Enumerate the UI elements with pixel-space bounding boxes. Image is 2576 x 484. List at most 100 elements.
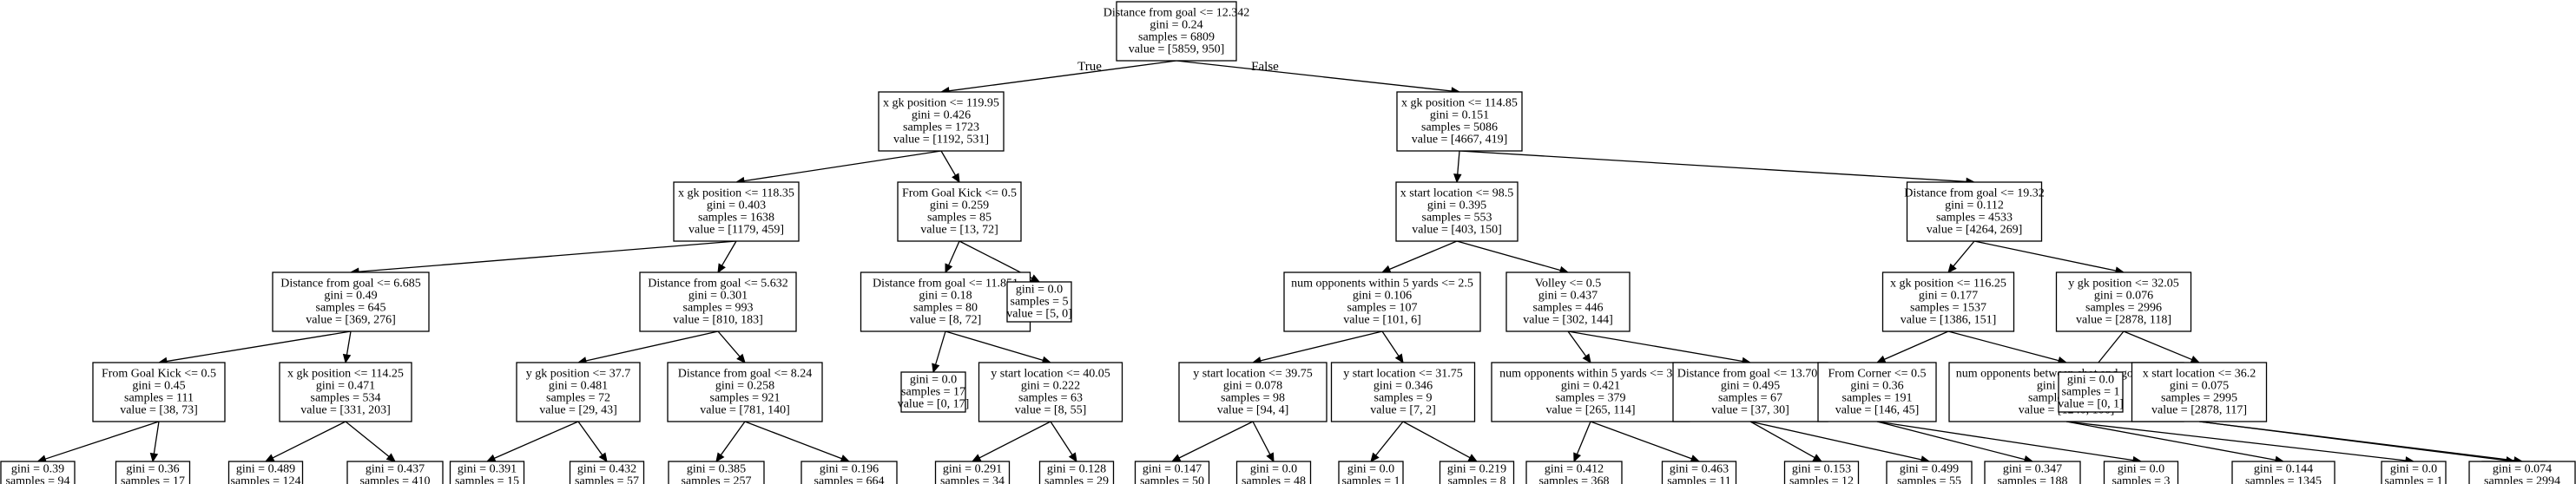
node-line: value = [37, 30] [1711,404,1789,417]
node-line: samples = 379 [1556,392,1626,405]
node-box [1439,461,1515,484]
node-box [2103,461,2179,484]
node-line: value = [8, 55] [1015,404,1087,417]
node-box [1906,181,2043,242]
node-line: samples = 191 [1842,392,1913,405]
node-line: gini = 0.0 [910,374,957,387]
node-line: value = [781, 140] [700,404,790,417]
edge-arrowhead [971,454,982,462]
node-line: samples = 2995 [2161,392,2237,405]
node-line: gini = 0.0 [1016,284,1063,297]
node-line: samples = 48 [1242,475,1306,484]
node-box [2231,461,2336,484]
node-box [1491,362,1690,422]
tree-edge [717,240,737,274]
node-line: samples = 368 [1539,475,1610,484]
tree-edge [1590,421,1701,463]
node-line: samples = 94 [6,475,70,484]
node-line: samples = 15 [455,475,519,484]
edge-line [2065,421,2276,461]
node-line: samples = 80 [913,302,978,315]
edge-arrowhead [736,353,746,363]
node-line: samples = 29 [1044,475,1109,484]
node-box [667,362,823,422]
node-line: gini = 0.432 [577,463,636,476]
tree-edge [264,421,346,462]
edge-line [1402,421,1471,459]
edge-arrowhead [1068,452,1077,463]
tree-edge [149,421,160,463]
node-box [897,181,1022,242]
node-line: samples = 111 [124,392,194,405]
tree-edge [1875,330,1949,363]
edge-line [358,240,737,272]
edge-line [948,60,1177,92]
edge-arrowhead [945,263,953,274]
node-box [673,181,800,242]
node-box [1283,271,1481,332]
node-line: samples = 921 [710,392,781,405]
node-line: gini = 0.0 [2118,463,2164,476]
node-line: gini = 0.403 [707,199,766,213]
edge-arrowhead [1582,353,1591,363]
node-box [1396,91,1523,152]
node-line: gini = 0.421 [1561,380,1620,393]
node-line: gini = 0.49 [324,290,377,303]
node-box [0,461,76,484]
edge-arrowhead [1467,454,1479,462]
node-line: value = [7, 2] [1370,404,1436,417]
node-line: samples = 664 [814,475,885,484]
tree-edge [577,421,608,463]
node-line: gini = 0.437 [366,463,425,476]
node-line: gini = 0.346 [1374,380,1433,393]
node-box [449,461,525,484]
node-line: samples = 107 [1347,302,1418,315]
edge-line [577,421,603,456]
node-line: Distance from goal <= 5.632 [648,278,788,291]
node-line: gini = 0.147 [1143,463,1202,476]
edge-arrowhead [1812,454,1823,462]
node-line: gini = 0.222 [1021,380,1080,393]
node-box [92,362,226,422]
edge-line [1050,421,1073,455]
tree-edge [735,150,942,186]
edge-arrowhead [952,173,960,184]
tree-edge [945,330,1052,364]
edge-line [346,330,352,356]
node-box [1505,271,1631,332]
tree-edge: False [1176,60,1461,95]
tree-edge [1876,421,2034,464]
node-line: samples = 50 [1140,475,1204,484]
tree-node-n23: num opponents within 5 yards <= 3.5gini … [1491,362,1690,422]
tree-edge: True [939,60,1177,95]
tree-edge [1453,150,1462,184]
node-box [639,271,797,332]
node-box [1817,362,1937,422]
edge-line [2123,330,2192,361]
edge-line [2198,421,2515,461]
node-line: gini = 0.45 [132,380,185,393]
node-line: samples = 11 [1667,475,1730,484]
edge-line [720,421,746,456]
edge-line [1576,421,1591,455]
node-line: samples = 8 [1448,475,1506,484]
node-box [1116,1,1237,62]
edge-line [1456,240,1561,271]
node-box [1338,461,1404,484]
node-line: samples = 5086 [1421,121,1498,134]
